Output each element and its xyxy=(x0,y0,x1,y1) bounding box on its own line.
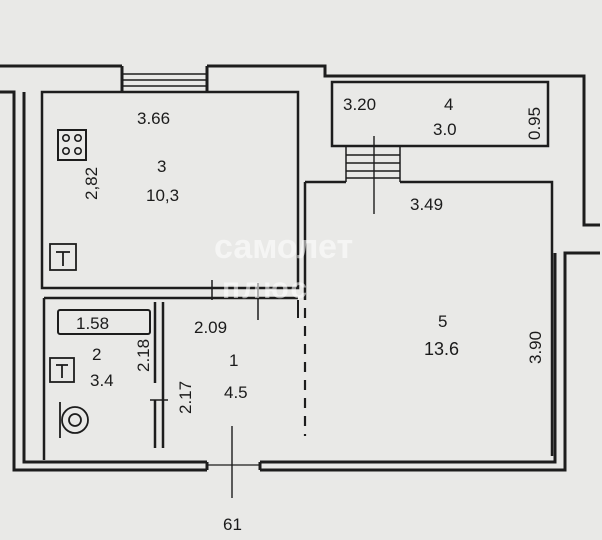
balcony-depth-label: 0.95 xyxy=(525,107,544,140)
kitchen-door xyxy=(211,280,296,320)
kitchen-area-label: 10,3 xyxy=(146,186,179,205)
kitchen-room-number: 3 xyxy=(157,157,166,176)
bathtub-icon xyxy=(57,309,151,335)
balcony-area-label: 3.0 xyxy=(433,120,457,139)
kitchen-window xyxy=(122,73,207,87)
balcony-room-number: 4 xyxy=(444,95,453,114)
hall-width-label: 2.09 xyxy=(194,318,227,337)
footer-number: 61 xyxy=(223,515,242,534)
living-area-label: 13.6 xyxy=(424,339,459,359)
kitchen-width-label: 3.66 xyxy=(137,109,170,128)
bath-area-label: 3.4 xyxy=(90,371,114,390)
bathroom-walls xyxy=(42,298,165,460)
kitchen-height-label: 2,82 xyxy=(82,167,101,200)
balcony-walls xyxy=(330,80,550,148)
hall-height-label: 2.17 xyxy=(176,381,195,414)
hall-room-number: 1 xyxy=(229,351,238,370)
outer-walls xyxy=(0,64,600,472)
balcony-door xyxy=(345,146,401,182)
watermark-line2: плюс xyxy=(222,272,309,305)
living-height-label: 3.90 xyxy=(526,331,545,364)
bathroom-sink-icon xyxy=(49,357,75,383)
bath-room-number: 2 xyxy=(92,345,101,364)
living-room-number: 5 xyxy=(438,312,447,331)
living-walls xyxy=(303,180,554,456)
kitchen-walls xyxy=(40,90,300,290)
stove-icon xyxy=(57,129,87,161)
bath-width-label: 1.58 xyxy=(76,314,109,333)
toilet-icon xyxy=(59,402,89,438)
balcony-width-label: 3.20 xyxy=(343,95,376,114)
watermark-line1: самолет xyxy=(214,228,353,266)
hall-area-label: 4.5 xyxy=(224,383,248,402)
living-width-label: 3.49 xyxy=(410,195,443,214)
bath-height-label: 2.18 xyxy=(134,339,153,372)
kitchen-sink-icon xyxy=(49,243,77,271)
